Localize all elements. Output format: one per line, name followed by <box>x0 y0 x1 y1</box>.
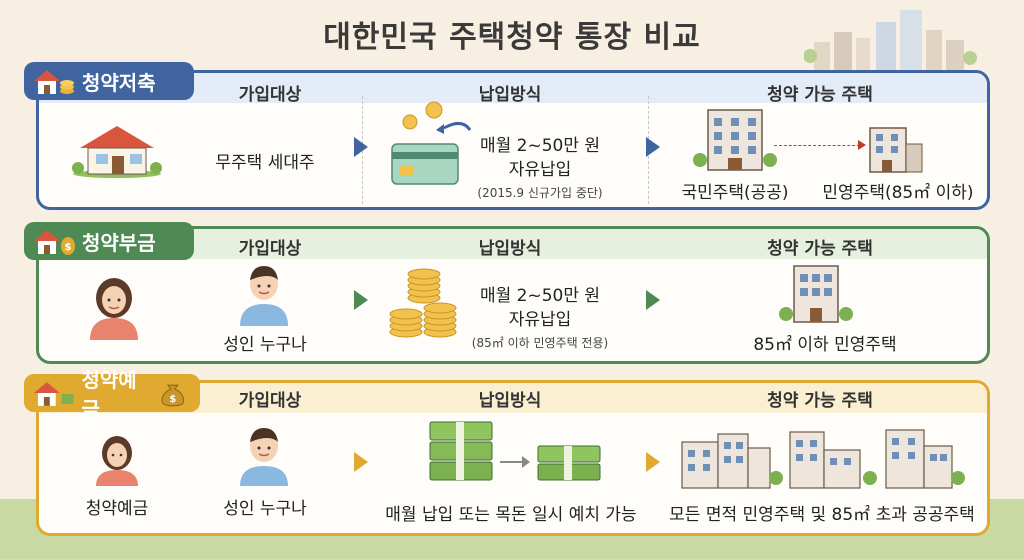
connector-line <box>774 145 860 146</box>
person-icon <box>240 428 288 486</box>
header-payment: 납입방식 <box>478 391 542 411</box>
tag-label: 청약저축 <box>82 70 156 95</box>
house-icon <box>34 70 74 94</box>
eligibility-text: 성인 누구나 <box>223 499 307 519</box>
cash-bundle-icon <box>537 445 601 481</box>
building-icon <box>779 265 853 323</box>
coin-stack-icon <box>389 268 457 338</box>
svg-text:$: $ <box>170 394 177 405</box>
arrow-right-icon <box>646 137 660 157</box>
arrow-right-icon <box>646 452 660 472</box>
arrow-right-icon <box>858 140 866 150</box>
housing-text-1: 85㎡ 이하 민영주택 <box>753 335 897 355</box>
payment-text: 매월 2~50만 원 자유납입 <box>479 136 601 180</box>
arrow-right-icon <box>354 452 368 472</box>
arrow-right-icon <box>646 290 660 310</box>
person-icon <box>240 266 288 326</box>
tag-savings: 청약저축 <box>24 62 194 100</box>
payment-note: (2015.9 신규가입 중단) <box>477 186 603 200</box>
skyline-illustration <box>804 10 977 70</box>
person-icon <box>96 436 138 486</box>
panel-savings <box>36 70 990 210</box>
page-title: 대한민국 주택청약 통장 비교 <box>323 20 701 55</box>
header-eligibility: 가입대상 <box>238 239 302 259</box>
house-icon <box>72 126 162 178</box>
building-icon <box>693 109 777 171</box>
housing-text-2: 민영주택(85㎡ 이하) <box>822 183 974 203</box>
tag-label: 청약예금 <box>81 368 137 421</box>
eligibility-text: 성인 누구나 <box>223 335 307 355</box>
connector-line <box>500 461 524 463</box>
arrow-right-icon <box>522 456 530 468</box>
building-icon <box>869 127 923 173</box>
person-label: 청약예금 <box>85 499 149 519</box>
person-icon <box>90 278 138 340</box>
header-housing: 청약 가능 주택 <box>767 85 873 105</box>
header-housing: 청약 가능 주택 <box>767 239 873 259</box>
header-payment: 납입방식 <box>478 239 542 259</box>
arrow-right-icon <box>354 137 368 157</box>
payment-note: (85㎡ 이하 민영주택 전용) <box>471 336 609 350</box>
eligibility-text: 무주택 세대주 <box>215 153 315 173</box>
header-eligibility: 가입대상 <box>238 85 302 105</box>
header-eligibility: 가입대상 <box>238 391 302 411</box>
housing-text-1: 모든 면적 민영주택 및 85㎡ 초과 공공주택 <box>669 505 975 525</box>
header-payment: 납입방식 <box>478 85 542 105</box>
svg-text:$: $ <box>65 242 72 253</box>
tag-installment: $ 청약부금 <box>24 222 194 260</box>
money-bag-icon: $ <box>161 384 185 407</box>
housing-text-1: 국민주택(공공) <box>681 183 789 203</box>
tag-label: 청약부금 <box>82 230 156 255</box>
house-icon: $ <box>34 230 75 255</box>
house-icon <box>33 382 74 406</box>
card-icon <box>391 101 472 185</box>
arrow-right-icon <box>354 290 368 310</box>
building-icon <box>681 429 965 489</box>
payment-text: 매월 납입 또는 목돈 일시 예치 가능 <box>385 505 637 525</box>
tag-deposit: 청약예금 $ <box>24 368 200 421</box>
payment-text: 매월 2~50만 원 자유납입 <box>479 286 601 330</box>
panel-installment <box>36 226 990 364</box>
cash-bundle-icon <box>429 421 493 481</box>
header-housing: 청약 가능 주택 <box>767 391 873 411</box>
